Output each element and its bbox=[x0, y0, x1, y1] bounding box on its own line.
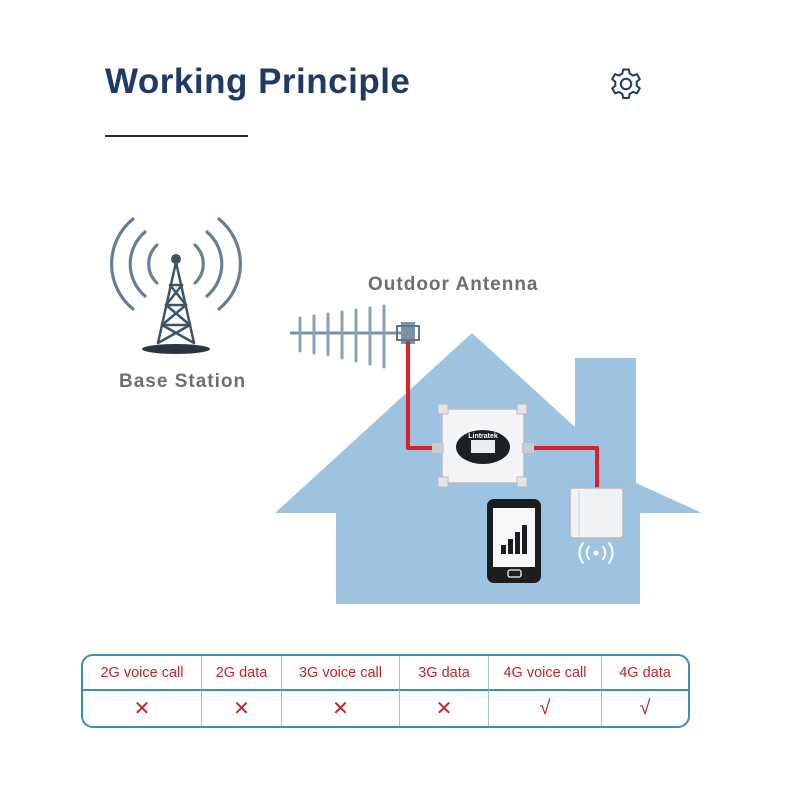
table-header: 4G voice call bbox=[489, 656, 602, 691]
working-principle-diagram: Lintratek bbox=[110, 217, 702, 604]
table-header-row: 2G voice call 2G data 3G voice call 3G d… bbox=[83, 656, 688, 691]
gear-icon[interactable] bbox=[608, 66, 644, 102]
page-title: Working Principle bbox=[105, 62, 411, 101]
table-header: 4G data bbox=[602, 656, 688, 691]
table-header: 3G voice call bbox=[282, 656, 400, 691]
indoor-antenna-icon bbox=[569, 487, 624, 564]
signal-bars-icon bbox=[501, 525, 527, 554]
cross-icon: ✕ bbox=[282, 691, 400, 726]
table-row: ✕ ✕ ✕ ✕ √ √ bbox=[83, 691, 688, 726]
coax-cable bbox=[406, 341, 599, 488]
check-icon: √ bbox=[639, 697, 651, 719]
repeater-brand: Lintratek bbox=[468, 433, 498, 440]
outdoor-antenna-label: Outdoor Antenna bbox=[368, 274, 539, 295]
cross-icon: ✕ bbox=[202, 691, 282, 726]
repeater-unit: Lintratek bbox=[432, 403, 534, 488]
capability-table: 2G voice call 2G data 3G voice call 3G d… bbox=[81, 654, 690, 728]
base-station-label: Base Station bbox=[119, 371, 247, 392]
cross-icon: ✕ bbox=[83, 691, 202, 726]
table-header: 2G voice call bbox=[83, 656, 202, 691]
table-header: 2G data bbox=[202, 656, 282, 691]
base-station-icon bbox=[110, 217, 242, 354]
cross-icon: ✕ bbox=[400, 691, 489, 726]
check-icon: √ bbox=[489, 691, 602, 726]
table-header: 3G data bbox=[400, 656, 489, 691]
title-underline bbox=[105, 135, 248, 137]
outdoor-antenna-icon bbox=[290, 304, 420, 369]
mobile-phone-icon bbox=[487, 499, 541, 583]
